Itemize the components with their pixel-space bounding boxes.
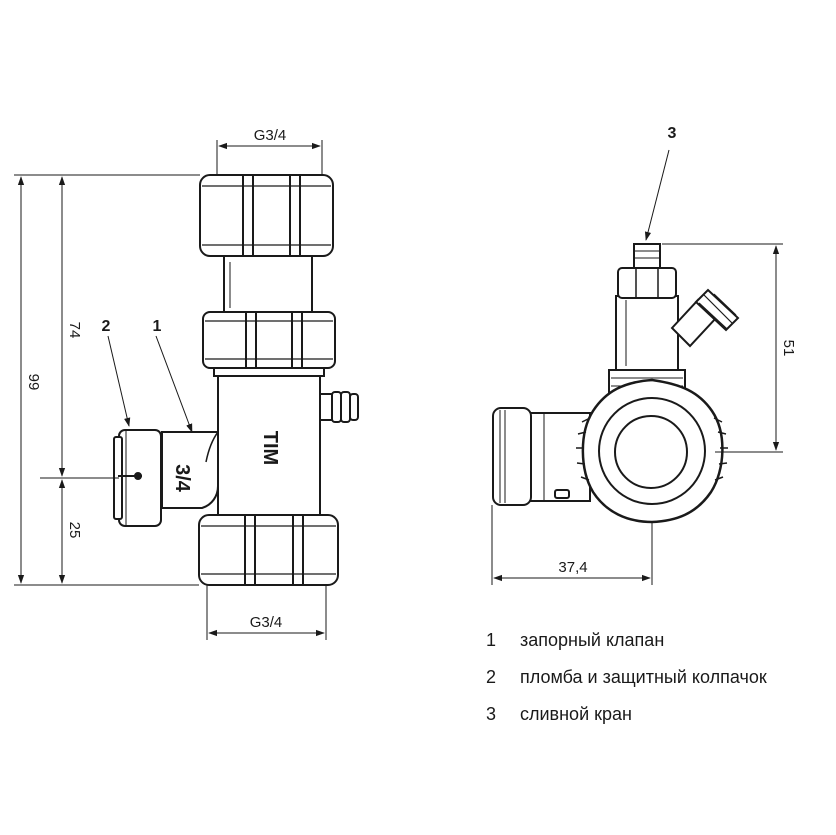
callout-3: 3 (668, 125, 677, 142)
callout-1: 1 (153, 318, 162, 335)
side-stem (608, 243, 686, 395)
dim-bottom-thread: G3/4 (250, 614, 283, 631)
upper-neck (223, 255, 313, 313)
legend-item: 3 сливной кран (486, 704, 831, 741)
side-port (113, 429, 219, 527)
legend-number: 3 (486, 704, 497, 724)
legend-item: 1 запорный клапан (486, 630, 831, 667)
dim-total-height: 99 (25, 374, 42, 391)
side-drain-nozzle (670, 288, 740, 348)
legend-text: пломба и защитный колпачок (520, 667, 767, 687)
legend-text: запорный клапан (520, 630, 665, 650)
dim-side-height: 51 (780, 340, 797, 357)
top-union-nut (199, 174, 334, 257)
front-view (113, 174, 359, 586)
side-view (492, 243, 740, 524)
dim-upper-height: 74 (66, 322, 83, 339)
collar (213, 367, 325, 377)
legend-number: 2 (486, 667, 497, 687)
dim-top-thread: G3/4 (254, 127, 287, 144)
size-mark: 3/4 (171, 464, 193, 493)
front-dimensions (14, 140, 327, 640)
dim-lower-height: 25 (66, 522, 83, 539)
drain-nozzle (319, 391, 359, 423)
callout-2: 2 (102, 318, 111, 335)
legend: 1 запорный клапан 2 пломба и защитный ко… (486, 630, 831, 741)
valve-body (217, 375, 321, 517)
legend-item: 2 пломба и защитный колпачок (486, 667, 831, 704)
side-cap (492, 407, 591, 506)
bottom-nut (198, 514, 339, 586)
legend-number: 1 (486, 630, 497, 650)
legend-text: сливной кран (520, 704, 632, 724)
brand-mark: TIM (259, 431, 281, 465)
side-dimensions (491, 149, 783, 585)
dim-side-width: 37,4 (558, 559, 587, 576)
side-round-body (576, 378, 728, 524)
middle-nut (202, 311, 336, 369)
